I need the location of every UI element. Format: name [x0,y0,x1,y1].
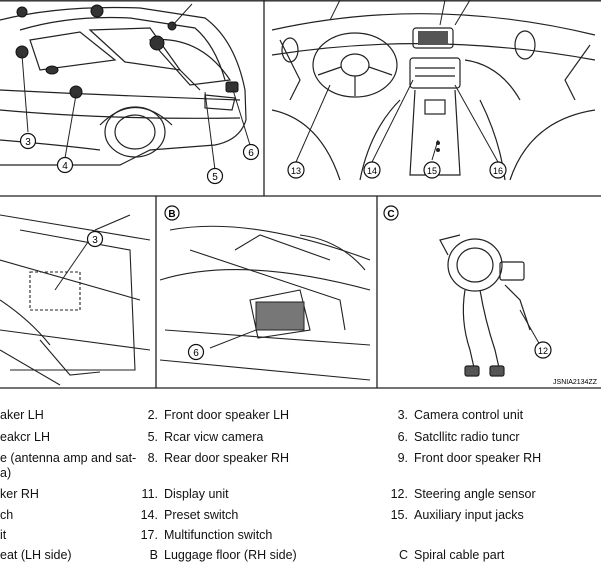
callout-6-floor: 6 [187,343,205,361]
panel-b-marker: B [164,205,180,221]
callout-16: 16 [489,161,507,179]
luggage-floor-lh-drawing [0,214,151,386]
satellite-radio-tuner-box [255,301,305,331]
luggage-floor-rh-drawing [159,225,371,381]
svg-text:6: 6 [248,148,254,159]
panel-c-marker: C [383,205,399,221]
svg-text:6: 6 [193,348,199,359]
svg-text:4: 4 [62,161,68,172]
spiral-cable-drawing [439,234,531,377]
callout-3-exterior: 3 [19,132,37,150]
callout-4: 4 [56,156,74,174]
callout-5: 5 [206,167,224,185]
component-legend: aker LH 2.Front door speaker LH 3.Camera… [0,408,542,562]
svg-text:C: C [387,209,394,220]
callout-14: 14 [363,161,381,179]
svg-text:16: 16 [493,166,503,176]
svg-text:13: 13 [291,166,301,176]
callout-13: 13 [287,161,305,179]
vehicle-body-drawing [0,6,247,166]
callout-12: 12 [534,341,552,359]
svg-text:12: 12 [538,346,548,356]
svg-text:3: 3 [92,235,98,246]
figure-code: JSNIA2134ZZ [553,379,598,386]
component-location-illustration: 3 4 5 6 13 14 15 16 3 6 12 B [0,0,601,389]
svg-text:15: 15 [427,166,437,176]
svg-text:14: 14 [367,166,377,176]
svg-text:B: B [168,209,175,220]
svg-text:5: 5 [212,172,218,183]
callout-15: 15 [423,161,441,179]
callout-6-exterior: 6 [242,143,260,161]
callout-3-floor: 3 [86,230,104,248]
svg-text:3: 3 [25,137,31,148]
